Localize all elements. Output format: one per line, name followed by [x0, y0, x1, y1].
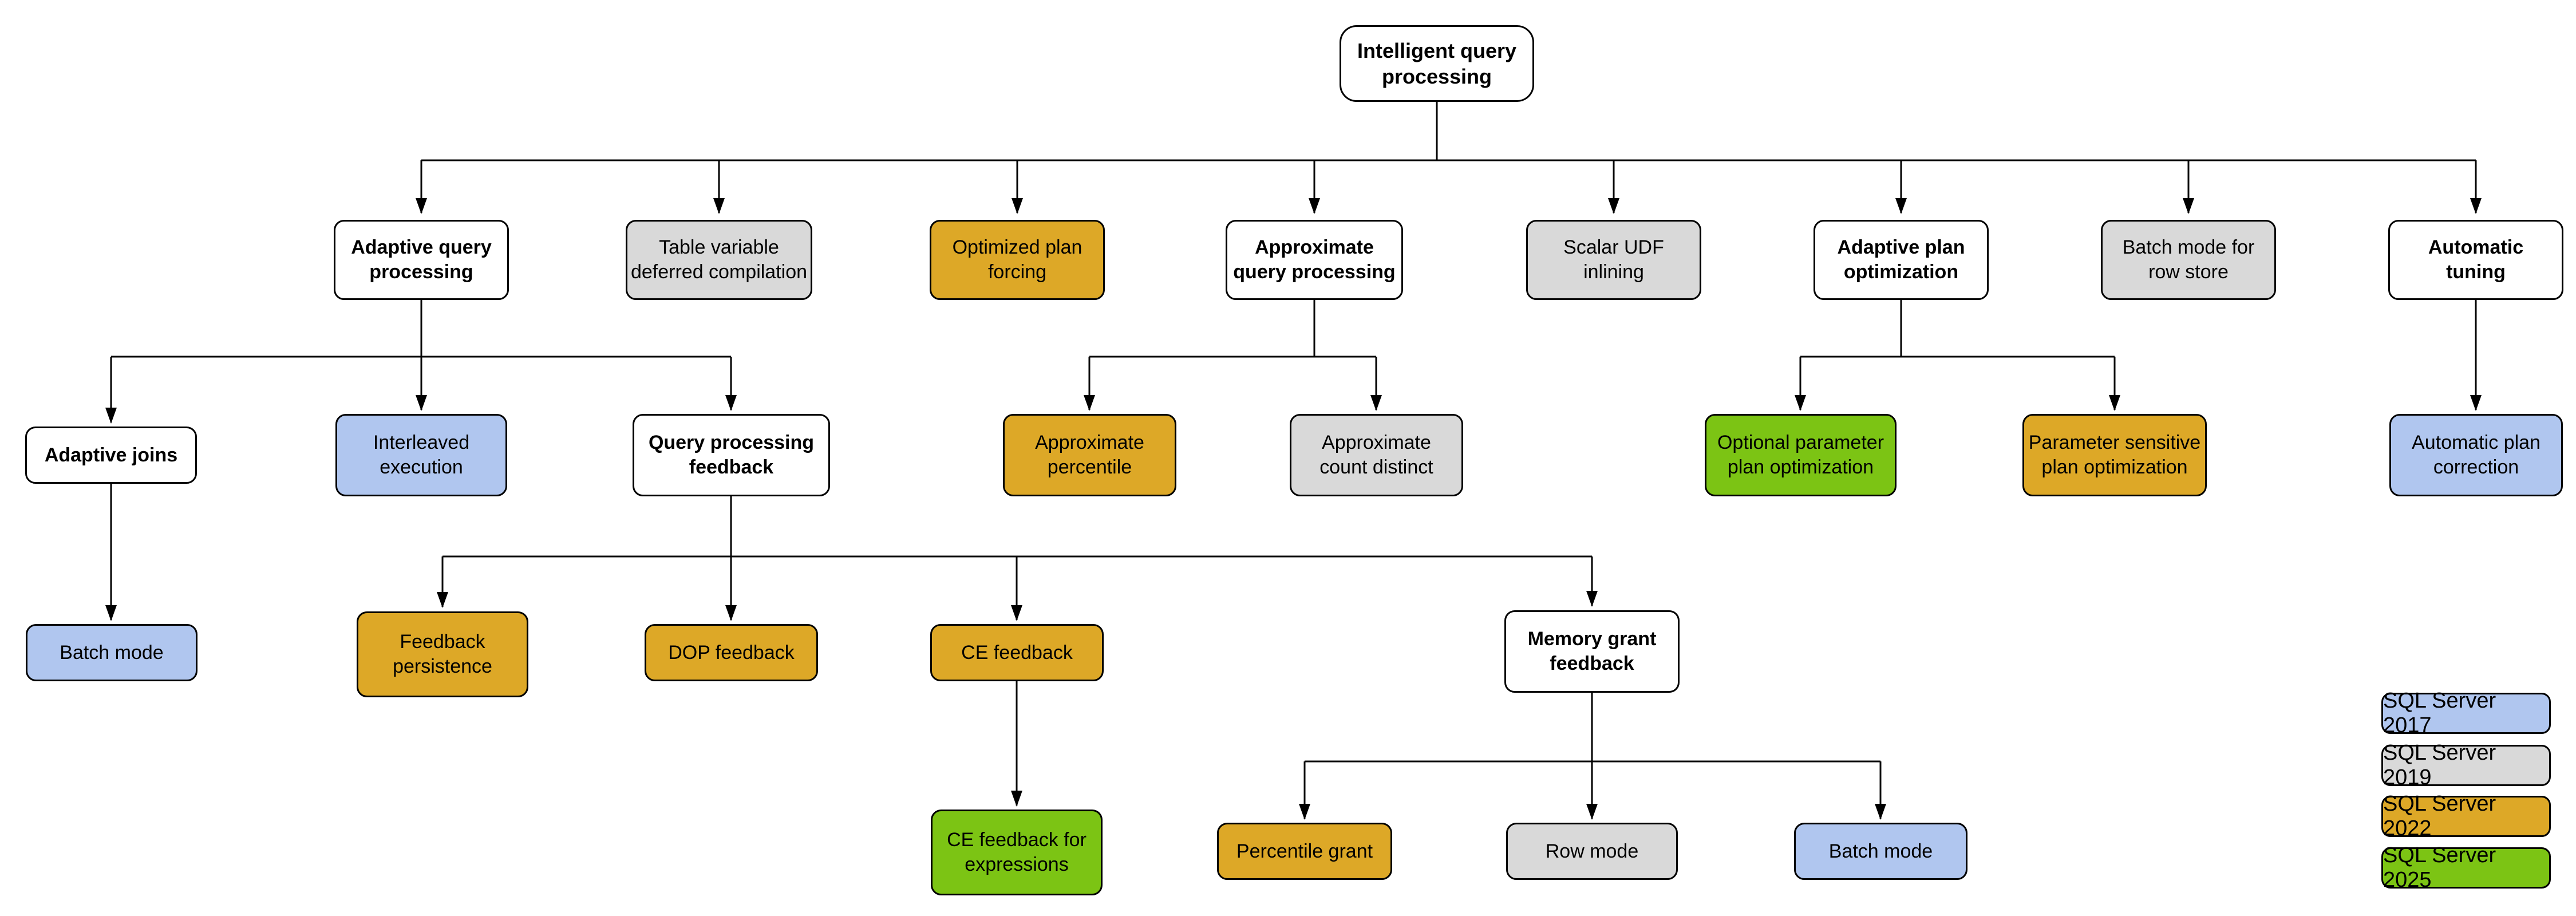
edge-approximate-query-processing-bus: [1084, 300, 1382, 411]
node-optimized-plan-forcing: Optimized plan forcing: [930, 220, 1105, 300]
node-percentile-grant: Percentile grant: [1217, 823, 1392, 880]
node-adaptive-plan-optimization: Adaptive plan optimization: [1814, 220, 1989, 300]
legend-item-sql-server-2025: SQL Server 2025: [2381, 843, 2551, 892]
node-memory-grant-feedback: Memory grant feedback: [1504, 610, 1680, 693]
edge-root-bus: [416, 102, 2482, 214]
node-batch-mode-memory-grant: Batch mode: [1794, 823, 1967, 880]
node-dop-feedback: DOP feedback: [645, 624, 818, 681]
edge-memory-grant-feedback-bus: [1299, 693, 1886, 820]
node-optional-parameter-plan-optimization: Optional parameter plan optimization: [1705, 414, 1897, 496]
legend-item-sql-server-2019: SQL Server 2019: [2381, 741, 2551, 789]
node-intelligent-query-processing: Intelligent query processing: [1340, 25, 1534, 102]
node-batch-mode-adaptive-joins: Batch mode: [26, 624, 197, 681]
node-automatic-plan-correction: Automatic plan correction: [2389, 414, 2563, 496]
edge-query-processing-feedback-bus: [437, 495, 1598, 621]
node-feedback-persistence: Feedback persistence: [357, 611, 528, 697]
node-batch-mode-for-row-store: Batch mode for row store: [2101, 220, 2276, 300]
legend-item-sql-server-2017: SQL Server 2017: [2381, 689, 2551, 737]
edge-adaptive-query-processing-bus: [105, 300, 737, 424]
node-parameter-sensitive-plan-optimization: Parameter sensitive plan optimization: [2022, 414, 2207, 496]
node-ce-feedback: CE feedback: [930, 624, 1104, 681]
node-approximate-query-processing: Approximate query processing: [1226, 220, 1403, 300]
node-approximate-percentile: Approximate percentile: [1003, 414, 1176, 496]
edge-adaptive-plan-optimization-bus: [1795, 300, 2120, 411]
node-row-mode: Row mode: [1506, 823, 1678, 880]
node-ce-feedback-for-expressions: CE feedback for expressions: [931, 810, 1103, 895]
node-interleaved-execution: Interleaved execution: [335, 414, 507, 496]
node-automatic-tuning: Automatic tuning: [2388, 220, 2563, 300]
node-adaptive-query-processing: Adaptive query processing: [334, 220, 509, 300]
node-scalar-udf-inlining: Scalar UDF inlining: [1526, 220, 1701, 300]
legend-item-sql-server-2022: SQL Server 2022: [2381, 792, 2551, 840]
node-approximate-count-distinct: Approximate count distinct: [1290, 414, 1463, 496]
node-adaptive-joins: Adaptive joins: [25, 427, 197, 484]
node-query-processing-feedback: Query processing feedback: [633, 414, 830, 496]
node-table-variable-deferred-compilation: Table variable deferred compilation: [626, 220, 812, 300]
